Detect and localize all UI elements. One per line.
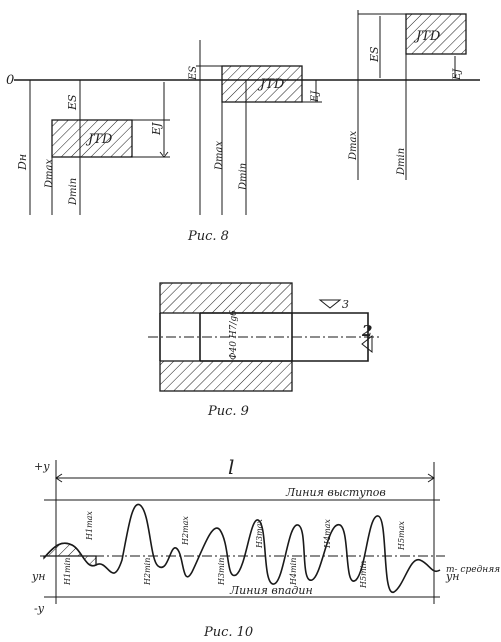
bushing-bottom bbox=[159, 360, 293, 392]
h-label: H4min bbox=[289, 558, 298, 586]
label-dmin-left: Dmin bbox=[68, 178, 79, 206]
caption-fig8: Рис. 8 bbox=[187, 229, 229, 244]
profile-curve bbox=[43, 503, 441, 593]
label-dmin-middle: Dmin bbox=[238, 163, 249, 191]
label-dmin-right: Dmin bbox=[396, 148, 407, 176]
zero-label: 0 bbox=[6, 73, 14, 88]
label-tol-right: JTD bbox=[413, 29, 441, 44]
figure-8: 0 Dн ES EJ JTD Dmax Dmin bbox=[6, 10, 480, 244]
h-label: H1min bbox=[63, 558, 72, 586]
label-y-right: yн bbox=[445, 570, 459, 583]
figure-9: 3 2 Ф40 H7/g6 Рис. 9 bbox=[148, 282, 382, 419]
label-dn: Dн bbox=[16, 154, 29, 171]
tolerance-zone-right bbox=[405, 13, 467, 55]
scheme-middle: ES EJ JTD Dmax Dmin bbox=[188, 40, 322, 215]
label-valley-line: Линия впадин bbox=[229, 584, 313, 597]
scheme-left: Dн ES EJ JTD Dmax Dmin bbox=[16, 80, 170, 215]
h-label: H2max bbox=[181, 516, 190, 546]
h-label: H3max bbox=[255, 519, 264, 549]
fit-label: Ф40 H7/g6 bbox=[229, 310, 239, 360]
label-ei-right: EJ bbox=[452, 68, 463, 81]
label-minus-y: -y bbox=[34, 602, 45, 615]
caption-fig10: Рис. 10 bbox=[203, 625, 253, 640]
caption-fig9: Рис. 9 bbox=[207, 404, 249, 419]
tolerance-zone-middle bbox=[221, 65, 303, 103]
scheme-right: ES EJ JTD Dmax Dmin bbox=[348, 10, 467, 180]
h-label: H3min bbox=[217, 558, 226, 586]
label-tol-left: JTD bbox=[85, 132, 113, 147]
bushing-top bbox=[159, 282, 293, 314]
profile-shading bbox=[43, 542, 97, 567]
mark-3: 3 bbox=[342, 298, 349, 311]
label-tol-middle: JTD bbox=[257, 77, 285, 92]
label-length: l bbox=[228, 455, 234, 479]
label-ei-middle: EJ bbox=[310, 90, 321, 103]
label-dmax-right: Dmax bbox=[348, 131, 359, 161]
label-mean-line: m- средняя линия bbox=[446, 565, 501, 575]
label-es-left: ES bbox=[66, 94, 79, 111]
h-label: H1max bbox=[85, 511, 94, 541]
label-es-middle: ES bbox=[188, 66, 199, 81]
figure-10: l +y -y Линия выступов Линия впадин m- с… bbox=[31, 455, 501, 640]
h-labels: H1max H1min H2max H2min H3max H3min H4ma… bbox=[63, 511, 406, 589]
h-label: H5min bbox=[359, 561, 368, 589]
label-plus-y: +y bbox=[34, 460, 50, 473]
label-es-right: ES bbox=[368, 46, 381, 63]
h-label: H2min bbox=[143, 558, 152, 586]
label-dmax-left: Dmax bbox=[44, 159, 55, 189]
mark-2: 2 bbox=[361, 322, 372, 340]
h-label: H5max bbox=[397, 521, 406, 551]
label-y-left: yн bbox=[31, 570, 45, 583]
label-ei-left: EJ bbox=[150, 122, 163, 136]
h-label: H4max bbox=[323, 519, 332, 549]
label-dmax-middle: Dmax bbox=[214, 141, 225, 171]
label-peak-line: Линия выступов bbox=[285, 486, 386, 499]
tolerance-zone-left bbox=[51, 119, 133, 158]
